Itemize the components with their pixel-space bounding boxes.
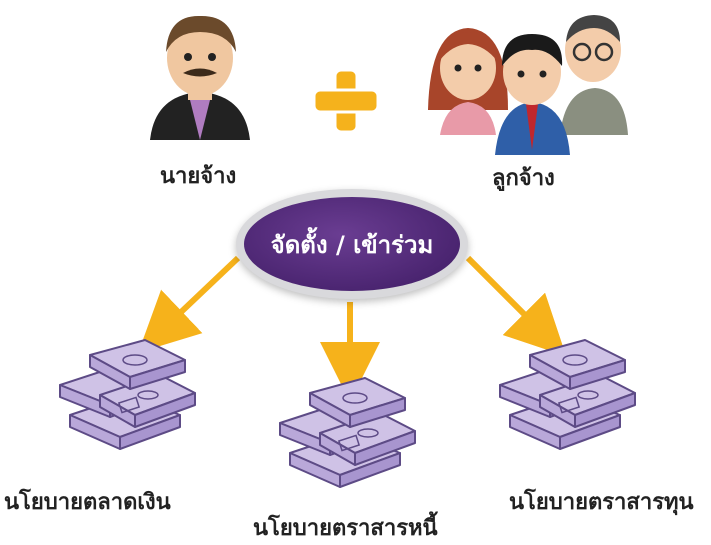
employer-label: นายจ้าง <box>160 164 237 189</box>
money-stack-icon-right <box>499 339 636 450</box>
center-oval: จัดตั้ง / เข้าร่วม <box>236 189 468 299</box>
center-label: จัดตั้ง / เข้าร่วม <box>270 230 434 259</box>
plus-icon <box>312 68 380 134</box>
employees-label: ลูกจ้าง <box>492 166 555 191</box>
employees-icon <box>428 15 628 155</box>
policy-label-money-market: นโยบายตลาดเงิน <box>4 490 171 515</box>
employer-icon <box>150 15 250 140</box>
policy-label-equity: นโยบายตราสารทุน <box>509 490 694 515</box>
money-stack-icon-middle <box>279 377 416 488</box>
arrow-left <box>138 255 241 353</box>
money-stack-icon-left <box>59 339 196 450</box>
arrow-right <box>465 255 567 357</box>
policy-label-debt: นโยบายตราสารหนี้ <box>253 516 438 541</box>
center-inner: จัดตั้ง / เข้าร่วม <box>244 197 460 291</box>
